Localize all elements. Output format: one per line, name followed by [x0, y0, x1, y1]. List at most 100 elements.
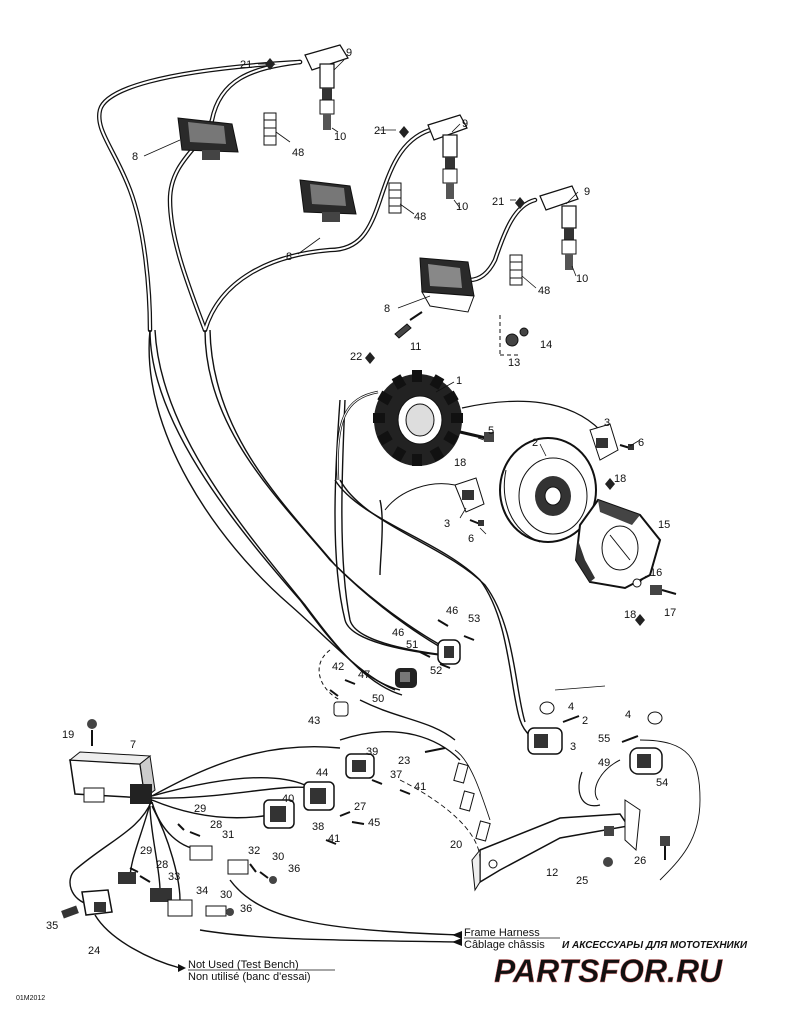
connector-52: [437, 639, 461, 665]
bracket-12: [471, 799, 641, 892]
flywheel-cover: [574, 498, 662, 590]
callout-35: 35: [46, 920, 58, 932]
callout-53: 53: [468, 613, 480, 625]
callout-52: 52: [430, 665, 442, 677]
callout-32: 32: [248, 845, 260, 857]
callout-18: 18: [624, 609, 636, 621]
callout-40: 40: [282, 793, 294, 805]
flywheel: [499, 437, 597, 543]
sealant-drop: [605, 478, 615, 490]
callout-55: 55: [598, 733, 610, 745]
cover-bolt: [632, 578, 677, 626]
connector-3-bottom: [527, 727, 563, 755]
callout-10: 10: [576, 273, 588, 285]
callout-6: 6: [468, 533, 474, 545]
callout-18: 18: [614, 473, 626, 485]
watermark: И АКСЕССУАРЫ ДЛЯ МОТОТЕХНИКИ PARTSFOR.RU: [494, 940, 748, 989]
connector-cluster: [118, 779, 411, 917]
callout-46: 46: [392, 627, 404, 639]
callout-11: 11: [410, 341, 421, 353]
ignition-coil-2: [299, 179, 357, 222]
callout-8: 8: [132, 151, 138, 163]
callout-48: 48: [538, 285, 550, 297]
callout-50: 50: [372, 693, 384, 705]
trigger-coil-left: [384, 477, 485, 526]
clips-20: [424, 747, 491, 842]
connector-40: [263, 799, 295, 829]
frame-harness-label: Frame Harness: [464, 927, 540, 939]
callout-25: 25: [576, 875, 588, 887]
trigger-coil-top: [589, 423, 634, 461]
harness-notes: Frame Harness Câblage châssis Not Used (…: [188, 927, 560, 983]
callout-9: 9: [346, 47, 352, 59]
screw-19: [87, 719, 97, 746]
callout-45: 45: [368, 817, 380, 829]
frame-harness-label-fr: Câblage châssis: [464, 939, 545, 951]
callout-3: 3: [444, 518, 450, 530]
callout-6: 6: [638, 437, 644, 449]
callout-14: 14: [540, 339, 552, 351]
terminals-46-53: [329, 619, 475, 697]
callout-30: 30: [272, 851, 284, 863]
callout-39: 39: [366, 746, 378, 758]
callout-8: 8: [384, 303, 390, 315]
callout-numbers: 21 9 10 48 8 21 9 10 48 8 21 9 10 48 8 1…: [46, 47, 676, 957]
callout-2: 2: [532, 437, 538, 449]
callout-7: 7: [130, 739, 136, 751]
callout-16: 16: [650, 567, 662, 579]
callout-27: 27: [354, 801, 366, 813]
not-used-label: Not Used (Test Bench): [188, 959, 299, 971]
callout-29: 29: [194, 803, 206, 815]
main-harness-wires: [148, 329, 546, 746]
watermark-tagline: И АКСЕССУАРЫ ДЛЯ МОТОТЕХНИКИ: [562, 940, 748, 951]
callout-leaders: [143, 59, 647, 691]
sealant-drop-22: [365, 352, 375, 364]
callout-33: 33: [168, 871, 180, 883]
connector-39: [345, 753, 375, 779]
connector-24: [81, 889, 113, 916]
callout-38: 38: [312, 821, 324, 833]
callout-1: 1: [456, 375, 462, 387]
callout-12: 12: [546, 867, 558, 879]
callout-8: 8: [286, 251, 292, 263]
connector-44: [303, 781, 335, 811]
routing-lines: [399, 739, 701, 881]
callout-37: 37: [390, 769, 402, 781]
callout-20: 20: [450, 839, 462, 851]
fasteners-25-26: [603, 836, 670, 867]
callout-30: 30: [220, 889, 232, 901]
callout-48: 48: [414, 211, 426, 223]
callout-22: 22: [350, 351, 362, 363]
screw-5: [459, 430, 494, 442]
module-7: [68, 751, 156, 804]
callout-28: 28: [210, 819, 222, 831]
callout-21: 21: [240, 59, 252, 71]
callout-4: 4: [625, 709, 631, 721]
frame-harness-arrow: [178, 931, 462, 972]
callout-21: 21: [492, 196, 504, 208]
callout-23: 23: [398, 755, 410, 767]
callout-28: 28: [156, 859, 168, 871]
stator: [373, 370, 463, 466]
callout-43: 43: [308, 715, 320, 727]
callout-29: 29: [140, 845, 152, 857]
callout-41: 41: [328, 833, 340, 845]
watermark-brand: PARTSFOR.RU: [494, 953, 723, 989]
callout-18: 18: [454, 457, 466, 469]
callout-19: 19: [62, 729, 74, 741]
connector-50: [395, 668, 417, 688]
callout-44: 44: [316, 767, 328, 779]
ignition-coil-1: [177, 117, 239, 160]
connector-54: [594, 747, 663, 801]
callout-9: 9: [584, 186, 590, 198]
callout-5: 5: [488, 425, 494, 437]
figure-code: 01M2012: [16, 995, 45, 1002]
callout-47: 47: [358, 669, 370, 681]
callout-10: 10: [456, 201, 468, 213]
callout-24: 24: [88, 945, 100, 957]
callout-3: 3: [570, 741, 576, 753]
callout-48: 48: [292, 147, 304, 159]
spark-plug-assembly-1: [263, 44, 349, 146]
callout-21: 21: [374, 125, 386, 137]
